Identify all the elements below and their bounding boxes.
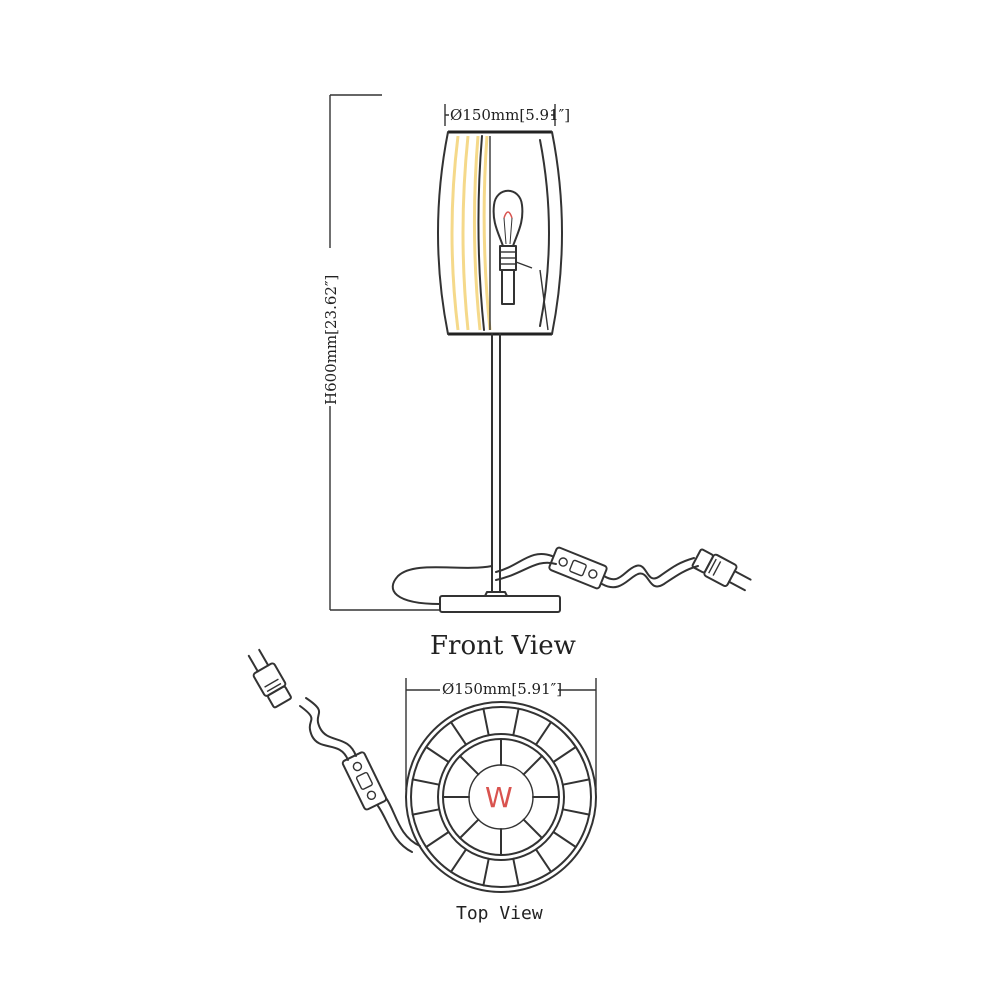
outer-rib	[561, 808, 591, 816]
front-view-title: Front View	[430, 631, 576, 661]
outer-rib	[450, 721, 467, 746]
outer-rib	[512, 707, 520, 737]
top-diameter-dimension: Ø150mm[5.91″]	[405, 678, 597, 790]
outer-rib	[425, 831, 450, 848]
plug-top	[247, 648, 292, 709]
light-bulb	[492, 189, 533, 305]
power-cord-top	[299, 697, 421, 853]
lamp-shade	[437, 130, 563, 336]
lamp-pole	[491, 333, 501, 593]
front-diameter-label: Ø150mm[5.91″]	[450, 106, 570, 124]
front-view: H600mm[23.62″] Ø150mm[5.91″]	[318, 94, 752, 661]
inline-switch-top	[341, 751, 388, 811]
outer-rib	[482, 857, 490, 887]
outer-rib	[552, 746, 577, 763]
outer-rib	[535, 848, 552, 873]
inner-rib	[522, 818, 543, 839]
outer-rib	[411, 778, 441, 786]
lamp-base	[439, 591, 561, 613]
height-label: H600mm[23.62″]	[322, 275, 340, 405]
outer-rib	[561, 778, 591, 786]
cord-to-plug-front	[601, 557, 699, 589]
top-view-title: Top View	[456, 903, 543, 924]
front-diameter-dimension: Ø150mm[5.91″]	[444, 104, 570, 126]
inner-rib	[459, 818, 480, 839]
outer-rib	[552, 831, 577, 848]
outer-rib	[425, 746, 450, 763]
center-mark: W	[485, 781, 513, 814]
inner-rib	[459, 755, 480, 776]
outer-rib	[512, 857, 520, 887]
base-ribs	[411, 707, 591, 887]
outer-rib	[450, 848, 467, 873]
top-view: Ø150mm[5.91″] W	[247, 648, 597, 924]
outer-rib	[535, 721, 552, 746]
top-diameter-label: Ø150mm[5.91″]	[442, 680, 562, 698]
outer-rib	[482, 707, 490, 737]
height-dimension: H600mm[23.62″]	[318, 94, 440, 611]
top-base	[405, 701, 597, 893]
inner-rib	[522, 755, 543, 776]
plug-front	[691, 548, 752, 592]
outer-rib	[411, 808, 441, 816]
inline-switch-front	[548, 546, 608, 590]
